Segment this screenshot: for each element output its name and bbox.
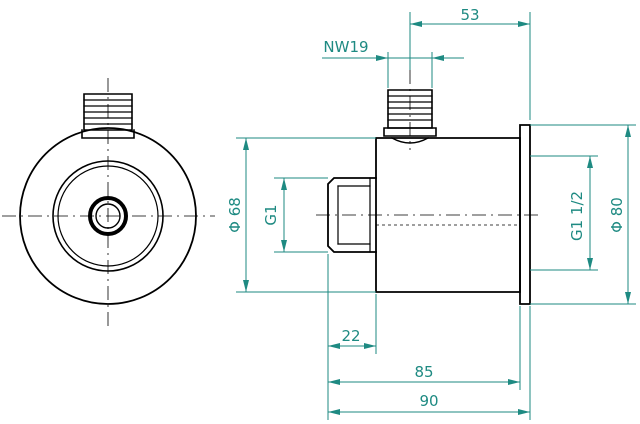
dimension-53: 53 (409, 6, 531, 120)
dim-g1-label: G1 (262, 204, 280, 225)
end-view (2, 78, 215, 326)
dim-phi80-label: Φ 80 (608, 197, 626, 233)
side-view-hose-barb (383, 89, 437, 144)
dimensions: 53 NW19 Φ 68 G1 (226, 6, 636, 420)
end-view-outer-flange-circle (19, 127, 197, 305)
dimension-phi80: Φ 80 (530, 124, 636, 305)
dimension-g1-half: G1 1/2 (530, 155, 598, 271)
dim-53-label: 53 (460, 6, 479, 24)
threaded-stub (327, 177, 377, 253)
dimension-22: 22 (327, 254, 377, 354)
dimension-g1: G1 (262, 177, 328, 253)
dimension-nw19: NW19 (322, 38, 464, 88)
dimension-85: 85 (327, 306, 521, 420)
dim-22-label: 22 (341, 327, 360, 345)
dim-phi68-label: Φ 68 (226, 197, 244, 233)
end-view-bore-inner (95, 203, 121, 229)
dim-nw19-label: NW19 (323, 38, 368, 56)
end-view-body-circle (52, 160, 164, 272)
side-view-flange (519, 124, 531, 305)
dim-90-label: 90 (419, 392, 438, 410)
end-view-bore-outer (88, 196, 128, 236)
dimension-90: 90 (328, 306, 531, 420)
dim-85-label: 85 (414, 363, 433, 381)
end-view-inner-circle (57, 165, 159, 267)
end-view-hose-barb (81, 93, 135, 139)
side-view (316, 70, 540, 305)
dimension-phi68: Φ 68 (226, 137, 376, 293)
dim-g1-half-label: G1 1/2 (568, 191, 586, 241)
